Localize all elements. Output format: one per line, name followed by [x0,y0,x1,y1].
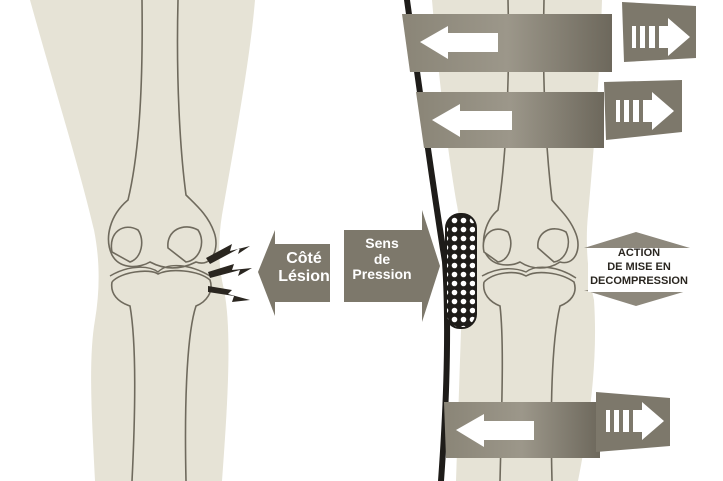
right-femur-condyles [482,228,570,263]
left-leg [30,0,255,481]
arrow-left-icon [432,104,512,137]
right-meniscus [481,266,577,279]
pressure-label-line3: Pression [352,266,412,283]
decompression-label: ACTION DE MISE EN DECOMPRESSION [580,247,698,288]
arrow-right-striped-icon [616,92,674,130]
decompression-label-plate [588,248,690,292]
upper-strap-2 [416,80,682,148]
pressure-label-line1: Sens [365,235,399,251]
lesion-label-line2: Lésion [278,267,330,285]
pressure-label: Sens de Pression [346,235,418,283]
right-femur-outline [482,0,579,269]
lesion-label-line1: Côté [286,250,322,267]
pressure-label-arrow [344,210,440,322]
left-femur-condyles [110,226,203,263]
arrow-left-icon [456,414,534,447]
lightning-icon [208,264,252,278]
arrow-left-icon [420,26,498,59]
lower-strap [444,392,670,458]
upper-strap-1 [402,2,696,72]
lightning-icon [208,286,250,302]
arrow-right-striped-icon [632,18,690,56]
decompression-label-line3: DECOMPRESSION [590,274,688,287]
lightning-icon [206,244,250,264]
pressure-label-line2: de [373,250,391,267]
arrow-right-striped-icon [606,402,664,440]
left-femur-outline [107,0,217,269]
pressure-pad [445,213,477,329]
pain-lightning-icons [206,244,252,302]
decompression-label-line1: ACTION [617,247,661,259]
decompression-label-line2: DE MISE EN [607,260,671,273]
left-meniscus [109,265,211,277]
lesion-label-arrow [258,230,330,316]
lesion-label: Côté Lésion [276,250,332,286]
